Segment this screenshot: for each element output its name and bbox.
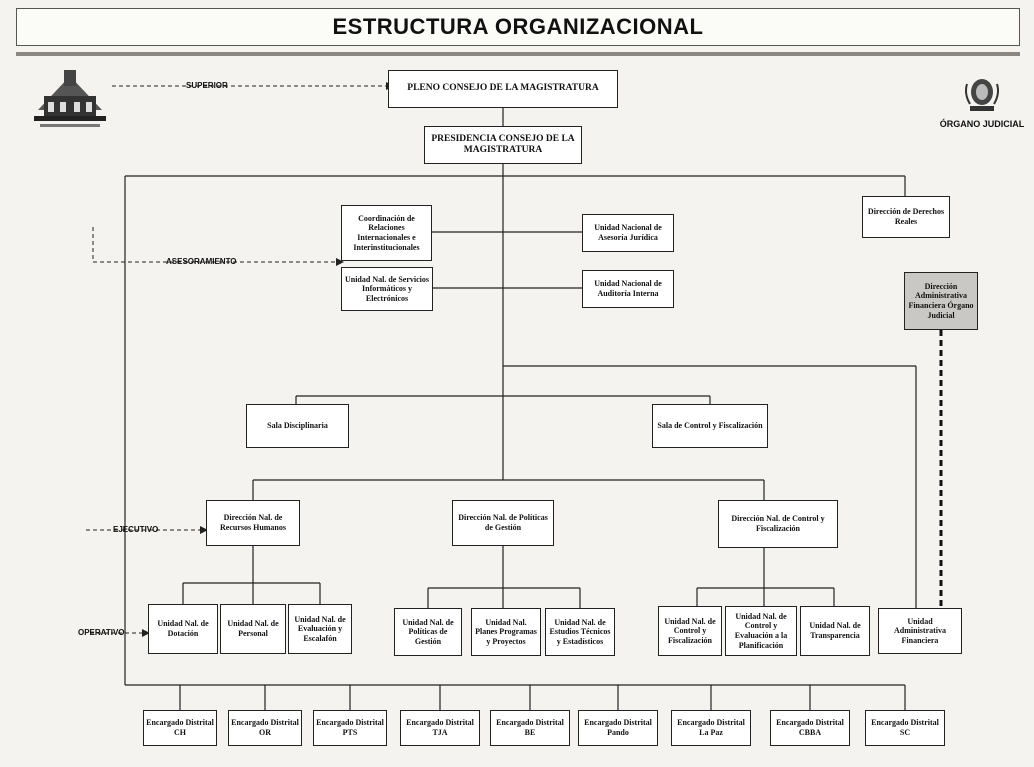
node-u-dotacion: Unidad Nal. de Dotación xyxy=(148,604,218,654)
district-box: Encargado Distrital PTS xyxy=(313,710,387,746)
organo-judicial-text: ÓRGANO JUDICIAL xyxy=(939,119,1025,129)
district-box: Encargado Distrital La Paz xyxy=(671,710,751,746)
district-box: Encargado Distrital CBBA xyxy=(770,710,850,746)
title-divider xyxy=(16,52,1020,56)
district-box: Encargado Distrital TJA xyxy=(400,710,480,746)
district-box: Encargado Distrital SC xyxy=(865,710,945,746)
coat-of-arms-icon xyxy=(965,79,999,111)
label-superior: SUPERIOR xyxy=(186,81,228,90)
node-u-politicas: Unidad Nal. de Políticas de Gestión xyxy=(394,608,462,656)
node-u-planes: Unidad Nal. Planes Programas y Proyectos xyxy=(471,608,541,656)
district-box: Encargado Distrital Pando xyxy=(578,710,658,746)
node-u-admin: Unidad Administrativa Financiera xyxy=(878,608,962,654)
node-u-evaluacion: Unidad Nal. de Evaluación y Escalafón xyxy=(288,604,352,654)
node-presidencia: PRESIDENCIA CONSEJO DE LA MAGISTRATURA xyxy=(424,126,582,164)
node-dir-rrhh: Dirección Nal. de Recursos Humanos xyxy=(206,500,300,546)
node-dir-control: Dirección Nal. de Control y Fiscalizació… xyxy=(718,500,838,548)
district-box: Encargado Distrital CH xyxy=(143,710,217,746)
node-sala-control: Sala de Control y Fiscalización xyxy=(652,404,768,448)
district-box: Encargado Distrital BE xyxy=(490,710,570,746)
node-admin-financiera: Dirección Administrativa Financiera Órga… xyxy=(904,272,978,330)
organo-judicial-logo: ÓRGANO JUDICIAL xyxy=(930,74,1034,129)
node-u-transparencia: Unidad Nal. de Transparencia xyxy=(800,606,870,656)
district-box: Encargado Distrital OR xyxy=(228,710,302,746)
node-u-estudios: Unidad Nal. de Estudios Técnicos y Estad… xyxy=(545,608,615,656)
label-ejecutivo: EJECUTIVO xyxy=(113,525,159,534)
node-u-control-eval: Unidad Nal. de Control y Evaluación a la… xyxy=(725,606,797,656)
label-operativo: OPERATIVO xyxy=(78,628,125,637)
node-derechos-reales: Dirección de Derechos Reales xyxy=(862,196,950,238)
node-pleno: PLENO CONSEJO DE LA MAGISTRATURA xyxy=(388,70,618,108)
page-title: ESTRUCTURA ORGANIZACIONAL xyxy=(16,8,1020,46)
node-auditoria: Unidad Nacional de Auditoría Interna xyxy=(582,270,674,308)
node-sala-disciplinaria: Sala Disciplinaria xyxy=(246,404,349,448)
node-u-control: Unidad Nal. de Control y Fiscalización xyxy=(658,606,722,656)
node-asesoria: Unidad Nacional de Asesoría Jurídica xyxy=(582,214,674,252)
building-logo-icon xyxy=(30,66,110,135)
node-dir-politicas: Dirección Nal. de Políticas de Gestión xyxy=(452,500,554,546)
node-servicios: Unidad Nal. de Servicios Informáticos y … xyxy=(341,267,433,311)
node-u-personal: Unidad Nal. de Personal xyxy=(220,604,286,654)
label-asesoramiento: ASESORAMIENTO xyxy=(166,257,237,266)
node-coordinacion: Coordinación de Relaciones Internacional… xyxy=(341,205,432,261)
